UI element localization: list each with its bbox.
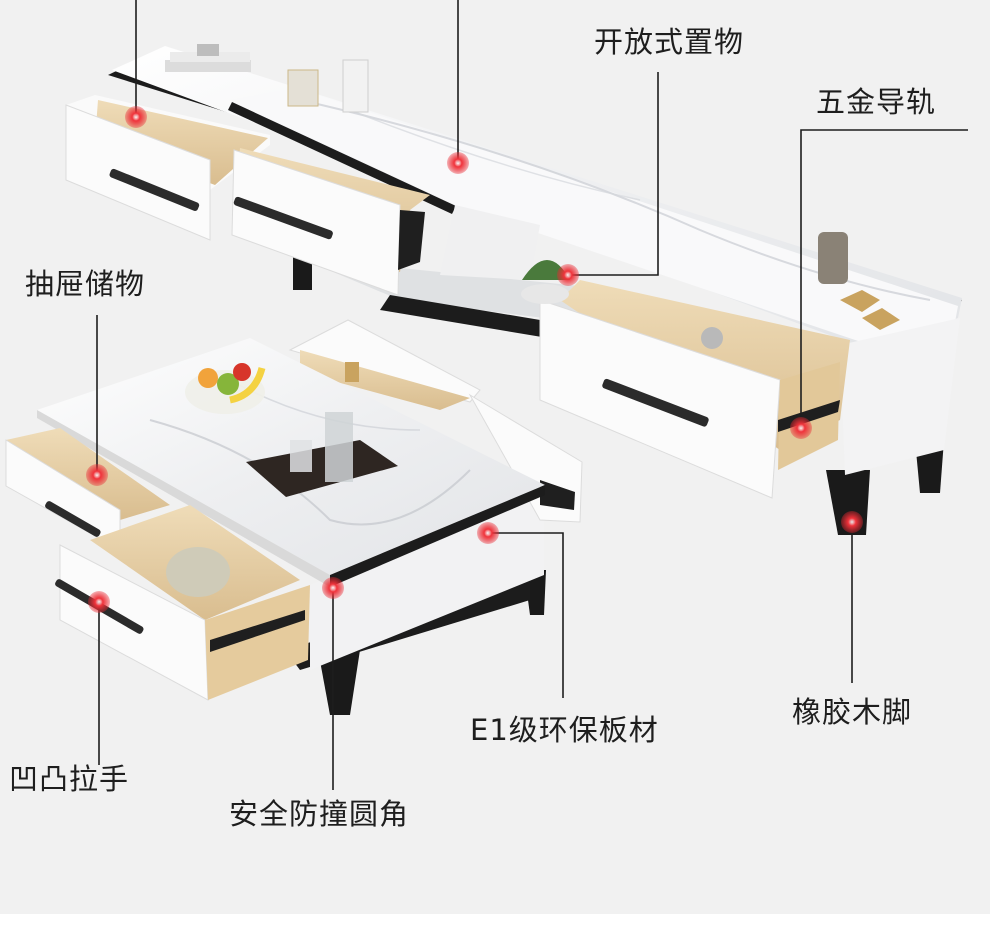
bottom-strip xyxy=(0,914,990,926)
callout-handle: 凹凸拉手 xyxy=(9,762,130,796)
callout-board-material: E1级环保板材 xyxy=(470,713,659,747)
callout-rounded-corner: 安全防撞圆角 xyxy=(229,797,410,831)
callout-open-storage: 开放式置物 xyxy=(594,25,745,59)
tv-cabinet xyxy=(65,44,962,535)
feature-markers xyxy=(86,106,863,613)
callout-lines xyxy=(96,0,968,790)
callout-hardware-rail: 五金导轨 xyxy=(816,85,937,119)
callout-drawer-storage: 抽屉储物 xyxy=(25,267,146,301)
callout-rubber-feet: 橡胶木脚 xyxy=(792,695,913,729)
coffee-table xyxy=(5,319,583,715)
